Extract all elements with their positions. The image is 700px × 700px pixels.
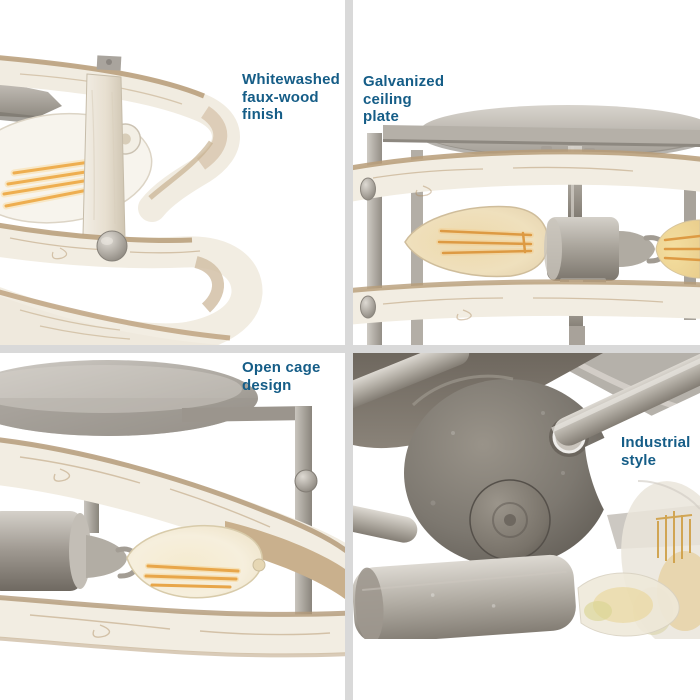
wood-ring-bottom-band <box>0 289 231 345</box>
feature-panel-industrial-style: Industrial style <box>353 353 700 700</box>
callout-line: Industrial <box>621 434 691 451</box>
photo-industrial-hub-closeup <box>353 353 700 700</box>
wood-ring-top-coil <box>0 55 240 222</box>
bottom-stem <box>569 326 585 345</box>
callout-line: plate <box>363 108 400 125</box>
wood-ring-lower <box>353 279 700 325</box>
callout-line: Open cage <box>242 359 321 376</box>
mounting-arm-right <box>551 353 700 446</box>
filament-wires <box>663 234 700 262</box>
callout-line: design <box>242 376 292 394</box>
ceiling-plate <box>0 360 258 436</box>
rivet <box>96 230 128 262</box>
wood-ring-bottom <box>0 595 345 658</box>
mounting-arm-left <box>353 502 418 543</box>
rivet <box>360 295 376 319</box>
feature-panel-whitewashed-finish: Whitewashed faux-wood finish <box>0 0 345 345</box>
callout-line: ceiling <box>363 90 412 108</box>
callout-whitewashed-faux-wood-finish: Whitewashed faux-wood finish <box>242 71 340 124</box>
callout-line: finish <box>242 106 284 123</box>
lamp-socket <box>0 511 141 591</box>
filament-wires <box>144 564 240 589</box>
photo-bottom-whitespace <box>353 639 700 700</box>
rivet <box>294 469 318 493</box>
galvanized-ceiling-plate <box>383 105 700 162</box>
photo-fixture-with-ceiling-plate <box>353 0 700 345</box>
edison-bulb-lower <box>577 572 680 637</box>
filament-wires <box>437 229 533 255</box>
callout-line: Whitewashed <box>242 71 341 88</box>
mounting-arm-upper-left <box>353 353 470 416</box>
feature-panel-ceiling-plate: Galvanized ceiling plate <box>353 0 700 345</box>
callout-line: Galvanized <box>363 73 445 90</box>
edison-bulb-right <box>655 219 700 279</box>
bulb-tip <box>252 558 266 572</box>
photo-open-cage-fixture <box>0 353 345 700</box>
frame-top-bar <box>182 406 312 422</box>
callout-line: faux-wood <box>242 88 319 106</box>
callout-line: style <box>621 451 657 469</box>
photo-whitewashed-wood-closeup <box>0 0 345 345</box>
filament-wires <box>655 511 693 563</box>
feature-panel-open-cage: Open cage design <box>0 353 345 700</box>
wood-ring-underside <box>225 521 345 599</box>
callout-industrial-style: Industrial style <box>621 434 691 469</box>
edison-bulb-left <box>404 205 549 278</box>
callout-galvanized-ceiling-plate: Galvanized ceiling plate <box>363 73 444 126</box>
wood-post <box>82 55 126 239</box>
rivet <box>360 177 376 201</box>
metal-plate-edge <box>0 82 62 122</box>
callout-open-cage-design: Open cage design <box>242 359 321 394</box>
wood-ring-upper <box>353 149 700 202</box>
filament-wires <box>2 160 94 208</box>
lamp-socket <box>353 554 576 644</box>
edison-bulb <box>126 524 266 599</box>
frame-post-right <box>295 406 312 631</box>
